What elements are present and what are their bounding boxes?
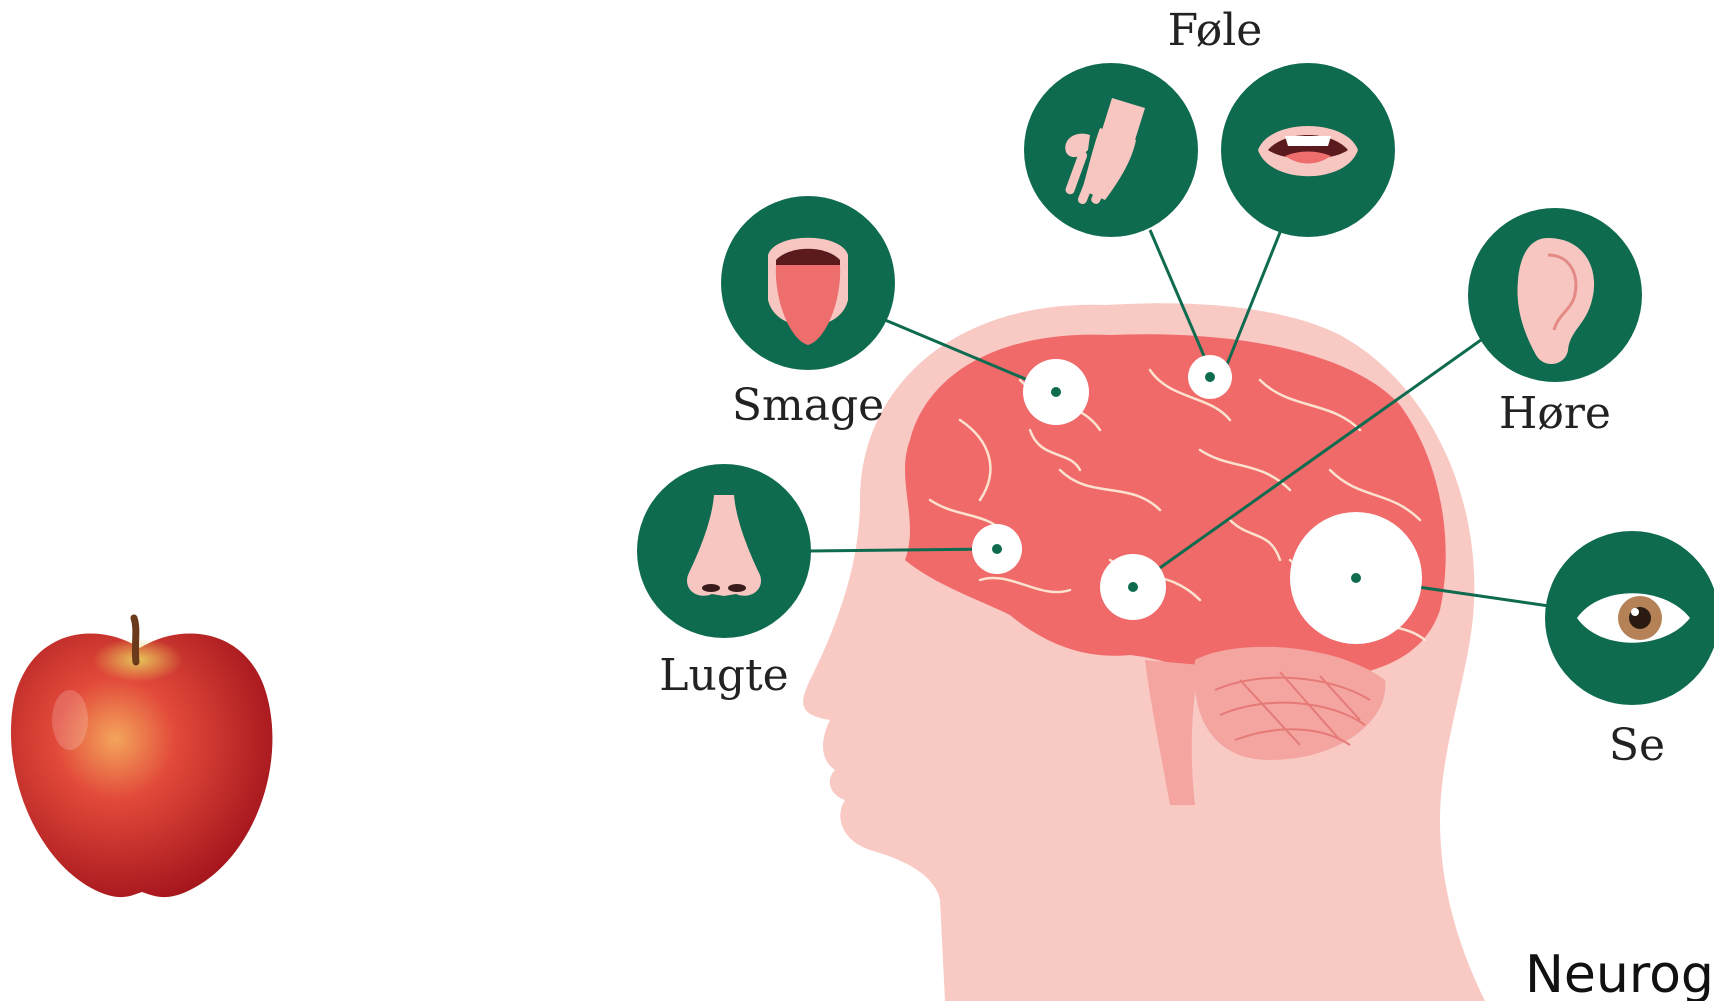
nose-icon bbox=[637, 464, 811, 638]
label-hore: Høre bbox=[1499, 388, 1611, 439]
label-fole: Føle bbox=[1168, 5, 1263, 56]
mouth-icon bbox=[1221, 63, 1395, 237]
tongue-icon bbox=[721, 196, 895, 370]
caption-text: Neurog bbox=[1525, 945, 1714, 1001]
apple-image bbox=[11, 618, 273, 897]
hand-icon bbox=[1024, 63, 1198, 237]
eye-icon bbox=[1545, 531, 1714, 705]
label-lugte: Lugte bbox=[659, 650, 788, 701]
label-se: Se bbox=[1609, 720, 1665, 771]
label-smage: Smage bbox=[732, 380, 884, 431]
ear-icon bbox=[1468, 208, 1642, 382]
